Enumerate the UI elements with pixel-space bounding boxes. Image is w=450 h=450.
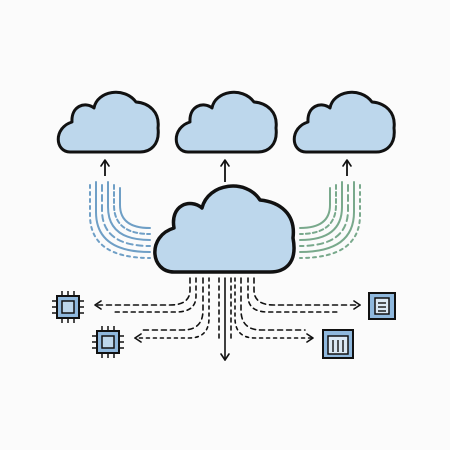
- server-icon: [368, 292, 396, 320]
- chip-left-lower: [92, 326, 124, 358]
- server-right-upper: [368, 292, 396, 320]
- cpu-chip-icon: [92, 326, 124, 358]
- cloud-main: [153, 184, 296, 274]
- server-right-lower: [322, 329, 354, 359]
- cloud-top-right: [292, 90, 396, 154]
- cloud-top-left: [56, 90, 160, 154]
- cloud-icon: [292, 90, 396, 154]
- cloud-icon: [56, 90, 160, 154]
- connector-lines-right: [299, 181, 361, 259]
- cloud-icon: [153, 184, 296, 274]
- connector-lines-left: [89, 181, 151, 259]
- fanout-lines: [94, 277, 361, 361]
- cpu-chip-icon: [52, 291, 84, 323]
- cloud-top-center: [174, 90, 278, 154]
- cloud-icon: [174, 90, 278, 154]
- server-icon: [322, 329, 354, 359]
- chip-left-upper: [52, 291, 84, 323]
